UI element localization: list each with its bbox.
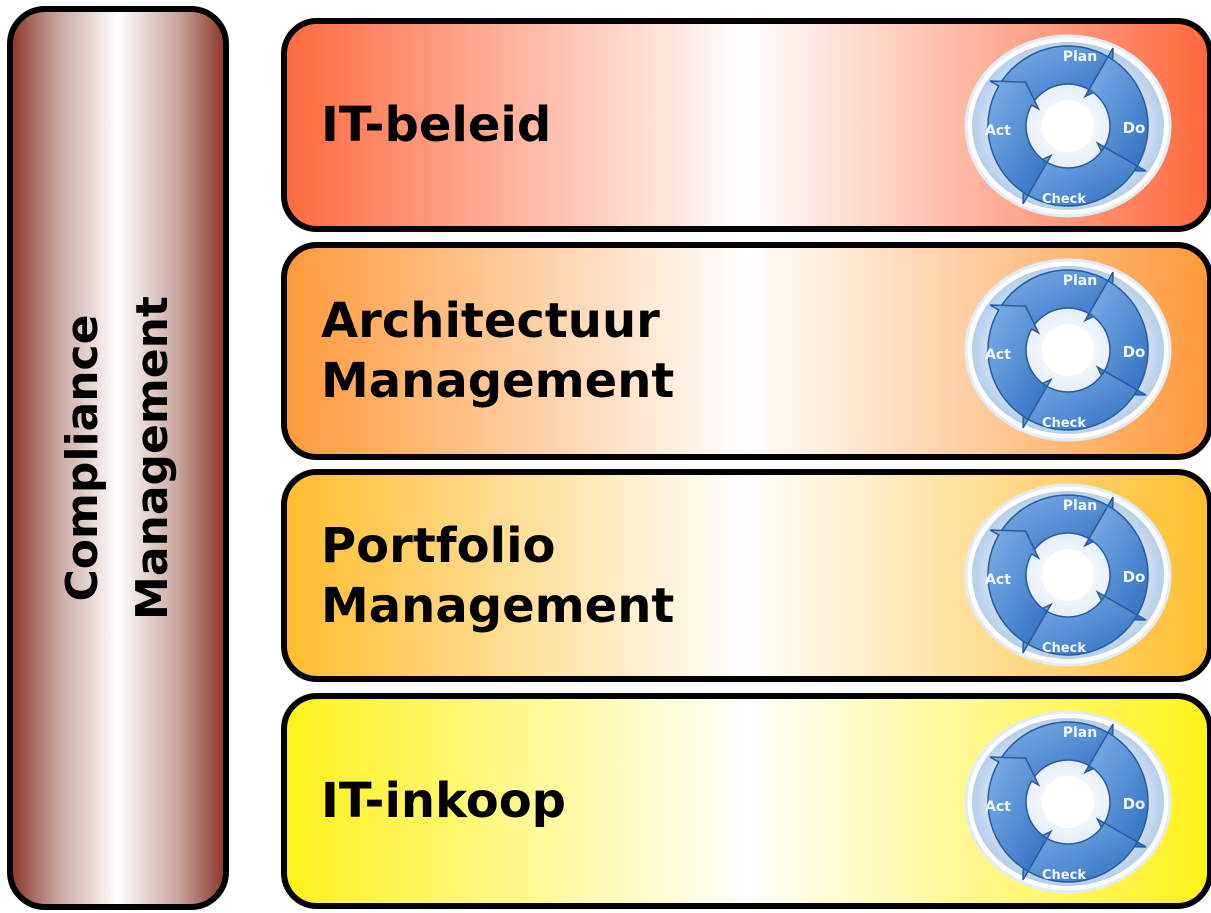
pdca-act-label: Act [985, 123, 1011, 139]
pdca-act-label: Act [985, 572, 1011, 588]
pdca-plan-label: Plan [1063, 498, 1097, 514]
pdca-do-label: Do [1123, 119, 1146, 137]
pdca-plan-label: Plan [1063, 725, 1097, 741]
layer-label: Portfolio Management [321, 517, 675, 634]
pdca-check-label: Check [1042, 868, 1086, 883]
compliance-management-bar: Compliance Management [7, 6, 229, 910]
pdca-plan-label: Plan [1063, 273, 1097, 289]
pdca-check-label: Check [1042, 416, 1086, 431]
pdca-act-label: Act [985, 347, 1011, 363]
pdca-do-label: Do [1123, 343, 1146, 361]
pdca-plan-label: Plan [1063, 49, 1097, 65]
compliance-management-title: Compliance Management [57, 296, 178, 620]
pdca-check-label: Check [1042, 641, 1086, 656]
pdca-check-label: Check [1042, 192, 1086, 207]
pdca-do-label: Do [1123, 795, 1146, 813]
layer-label: Architectuur Management [321, 293, 675, 409]
layer-label: IT-inkoop [321, 773, 567, 829]
layer-label: IT-beleid [321, 97, 552, 153]
pdca-act-label: Act [985, 799, 1011, 815]
pdca-do-label: Do [1123, 568, 1146, 586]
